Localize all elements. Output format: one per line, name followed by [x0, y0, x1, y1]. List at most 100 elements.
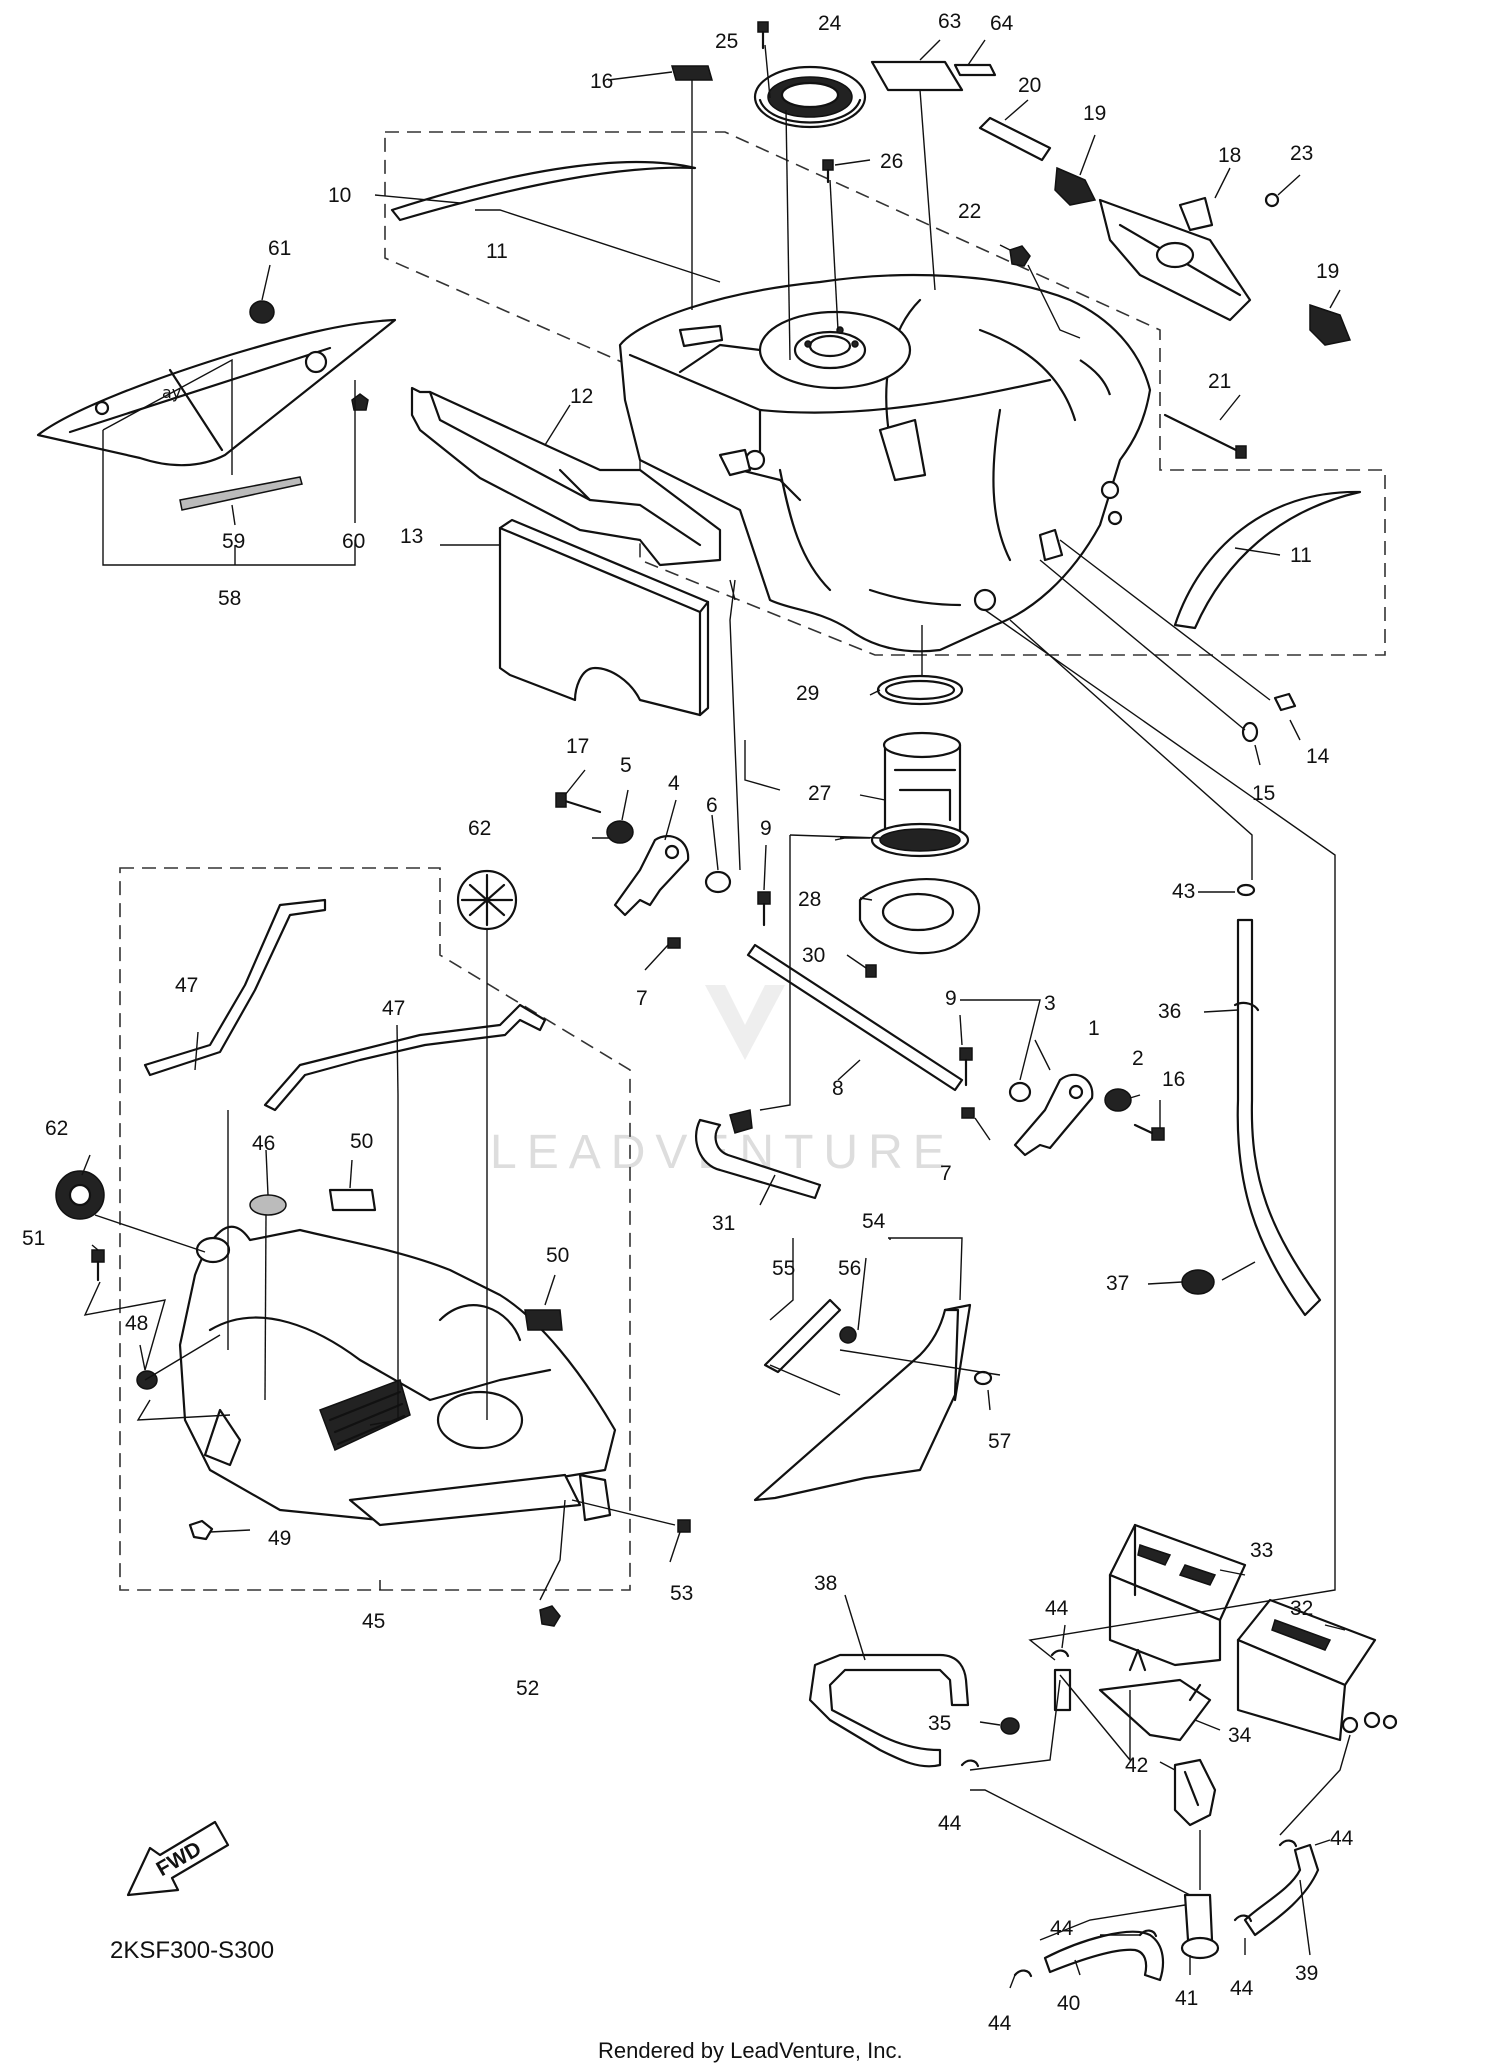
bolt-53 — [677, 1519, 691, 1533]
watermark-logo — [705, 985, 785, 1060]
bolt-49 — [188, 1519, 214, 1541]
rubber-strip-59 — [179, 476, 303, 511]
hose-40 — [1043, 1930, 1165, 1982]
rod-8 — [746, 943, 964, 1092]
bolt-35 — [1000, 1717, 1020, 1735]
bolt-9-left — [757, 891, 771, 927]
callout-10: 10 — [328, 184, 351, 207]
callout-14: 14 — [1306, 745, 1330, 768]
footer-credit: Rendered by LeadVenture, Inc. — [598, 2038, 903, 2063]
callout-39: 39 — [1295, 1962, 1318, 1985]
bolt-30 — [865, 964, 877, 978]
emblem-62-top — [456, 869, 518, 931]
hose-39 — [1243, 1843, 1320, 1937]
callout-3: 3 — [1044, 992, 1056, 1015]
callout-13: 13 — [400, 525, 423, 548]
callout-11-left: 11 — [486, 240, 508, 263]
callout-4: 4 — [668, 772, 680, 795]
callout-26: 26 — [880, 150, 903, 173]
damper-37 — [1181, 1269, 1215, 1295]
callout-47-left: 47 — [175, 974, 198, 997]
callout-57: 57 — [988, 1430, 1011, 1453]
callout-29: 29 — [796, 682, 819, 705]
callout-50-lower: 50 — [546, 1244, 569, 1267]
callout-35: 35 — [928, 1712, 951, 1735]
bolt-21 — [1163, 413, 1247, 459]
callout-12: 12 — [570, 385, 593, 408]
label-50-lower — [524, 1309, 563, 1331]
filter-19-right — [1309, 303, 1352, 346]
canister-32 — [1236, 1598, 1398, 1742]
callout-58: 58 — [218, 587, 241, 610]
callout-53: 53 — [670, 1582, 693, 1605]
bolt-7-right — [961, 1107, 975, 1119]
callout-38: 38 — [814, 1572, 837, 1595]
grommet-60 — [304, 350, 369, 411]
callout-59: 59 — [222, 530, 245, 553]
grommets-14-15 — [1241, 692, 1297, 743]
callout-20: 20 — [1018, 74, 1041, 97]
callout-11-right: 11 — [1290, 544, 1312, 567]
callout-50-upper: 50 — [350, 1130, 373, 1153]
callout-44-f: 44 — [988, 2012, 1012, 2035]
assembly-box-10 — [384, 131, 1386, 656]
filter-19-left — [1054, 166, 1097, 206]
callout-47-center: 47 — [382, 997, 405, 1020]
emblem-62-left — [55, 1170, 105, 1220]
callout-46: 46 — [252, 1132, 275, 1155]
callout-24: 24 — [818, 12, 842, 35]
assembly-box-45 — [119, 867, 631, 1591]
bolt-26 — [822, 159, 834, 184]
fuel-tank — [618, 273, 1152, 653]
grommet-56 — [839, 1326, 857, 1344]
callout-27: 27 — [808, 782, 831, 805]
callout-64: 64 — [990, 12, 1014, 35]
label-50-upper — [328, 1188, 377, 1212]
band-11-left — [390, 160, 697, 222]
joint-41 — [1180, 1893, 1220, 1960]
callout-61: 61 — [268, 237, 291, 260]
clamps-44 — [960, 1649, 1298, 1978]
callout-62-left: 62 — [45, 1117, 68, 1140]
callout-44-d: 44 — [1230, 1977, 1254, 2000]
callout-44-e: 44 — [1050, 1917, 1074, 1940]
callout-23: 23 — [1290, 142, 1313, 165]
callout-19-top: 19 — [1083, 102, 1106, 125]
bolt-17 — [555, 792, 602, 814]
diagram-code: 2KSF300-S300 — [110, 1937, 274, 1964]
collar-3 — [1008, 1081, 1032, 1103]
callout-5: 5 — [620, 754, 632, 777]
clamp-43 — [1236, 883, 1256, 897]
callout-41: 41 — [1175, 1987, 1198, 2010]
canister-33 — [1108, 1523, 1247, 1667]
damper-61 — [249, 300, 275, 324]
bolt-51 — [91, 1249, 105, 1282]
callout-21: 21 — [1208, 370, 1231, 393]
callout-17: 17 — [566, 735, 589, 758]
side-cover-58: ay — [36, 318, 397, 467]
hose-36 — [1233, 918, 1322, 1317]
callout-33: 33 — [1250, 1539, 1273, 1562]
callout-31: 31 — [712, 1212, 735, 1235]
callout-63: 63 — [938, 10, 961, 33]
callout-34: 34 — [1228, 1724, 1252, 1747]
plate-28 — [858, 878, 981, 955]
callout-7-right: 7 — [940, 1162, 952, 1185]
callout-62-top: 62 — [468, 817, 491, 840]
callout-9-left: 9 — [760, 817, 772, 840]
band-11-right — [1173, 490, 1362, 630]
hose-38b — [1053, 1668, 1072, 1712]
bracket-47-left — [143, 898, 327, 1077]
fuel-cap-24 — [753, 65, 867, 129]
callout-45: 45 — [362, 1610, 385, 1633]
labels-63-64 — [870, 60, 997, 92]
side-cover-54 — [753, 1303, 972, 1502]
insulator-13 — [498, 518, 710, 717]
leader-lines — [81, 39, 1351, 1989]
callout-labels: 1 2 3 4 5 6 7 7 8 9 9 10 11 11 12 13 14 … — [22, 10, 1354, 2035]
bolt-16 — [1133, 1123, 1165, 1141]
callout-25: 25 — [715, 30, 738, 53]
callout-30: 30 — [802, 944, 825, 967]
damper-2 — [1104, 1088, 1132, 1112]
